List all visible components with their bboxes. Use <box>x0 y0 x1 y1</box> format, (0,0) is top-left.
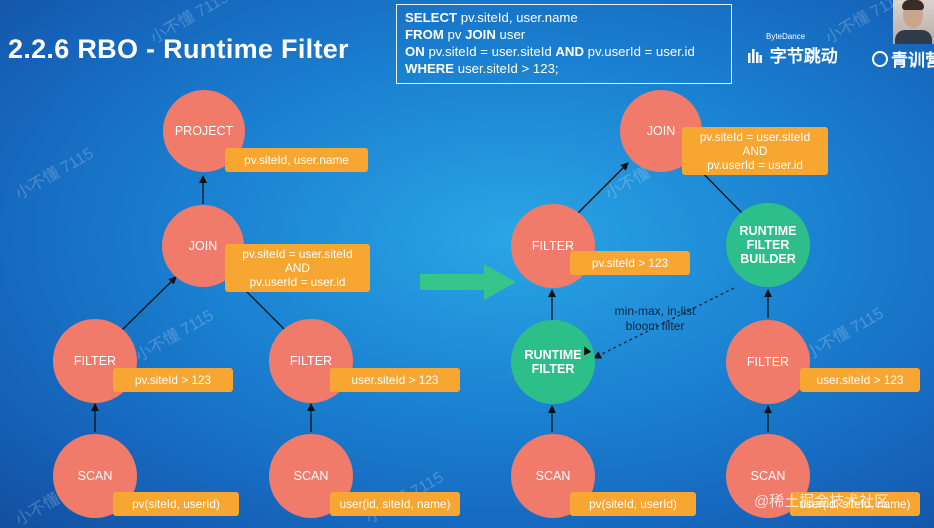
node-runtime-filter: RUNTIME FILTER <box>511 320 595 404</box>
edge-builder-to-runtime-dashed <box>593 287 735 359</box>
edge-filterL2-to-join2 <box>577 162 629 214</box>
sql-line-1: SELECT pv.siteId, user.name <box>405 10 578 25</box>
label-scan-left: pv(siteId, userId) <box>113 492 239 516</box>
node-scan-left-right: SCAN <box>511 434 595 518</box>
label-project: pv.siteId, user.name <box>225 148 368 172</box>
sql-line-2: FROM pv JOIN user <box>405 27 526 42</box>
presenter-hair <box>902 0 924 10</box>
label-scan-right: user(id, siteId, name) <box>330 492 460 516</box>
presenter-body <box>895 30 932 44</box>
sql-query-box: SELECT pv.siteId, user.name FROM pv JOIN… <box>396 4 732 84</box>
bloom-filter-note: min-max, in-list bloom filter <box>614 304 696 333</box>
label-join-left: pv.siteId = user.siteId AND pv.userId = … <box>225 244 370 292</box>
label-join-right: pv.siteId = user.siteId AND pv.userId = … <box>682 127 828 175</box>
bytedance-logo-icon <box>748 48 762 68</box>
edge-filterL-to-join <box>121 276 177 331</box>
label-scan-left-right: pv(siteId, userId) <box>570 492 696 516</box>
bytedance-logo: ByteDance 字节跳动 <box>748 32 838 68</box>
label-filter-left: pv.siteId > 123 <box>113 368 233 392</box>
qingxunying-logo: 青训营 <box>872 46 934 71</box>
label-filter-right: user.siteId > 123 <box>330 368 460 392</box>
node-runtime-filter-builder: RUNTIME FILTER BUILDER <box>726 203 810 287</box>
label-filter-right-right: user.siteId > 123 <box>800 368 920 392</box>
label-filter-left-right: pv.siteId > 123 <box>570 251 690 275</box>
node-filter-right-right: FILTER <box>726 320 810 404</box>
presenter-video-thumbnail <box>893 0 934 44</box>
node-filter-left-right: FILTER <box>511 204 595 288</box>
sql-line-4: WHERE user.siteId > 123; <box>405 61 559 76</box>
sql-line-3: ON pv.siteId = user.siteId AND pv.userId… <box>405 44 695 59</box>
slide-title: 2.2.6 RBO - Runtime Filter <box>8 34 349 64</box>
footer-watermark: @稀土掘金技术社区 <box>754 493 890 510</box>
transform-arrow-icon <box>420 264 516 300</box>
qingxunying-logo-icon <box>872 51 888 67</box>
label-scan-right-right: user(id, siteId, name) <box>790 492 920 516</box>
